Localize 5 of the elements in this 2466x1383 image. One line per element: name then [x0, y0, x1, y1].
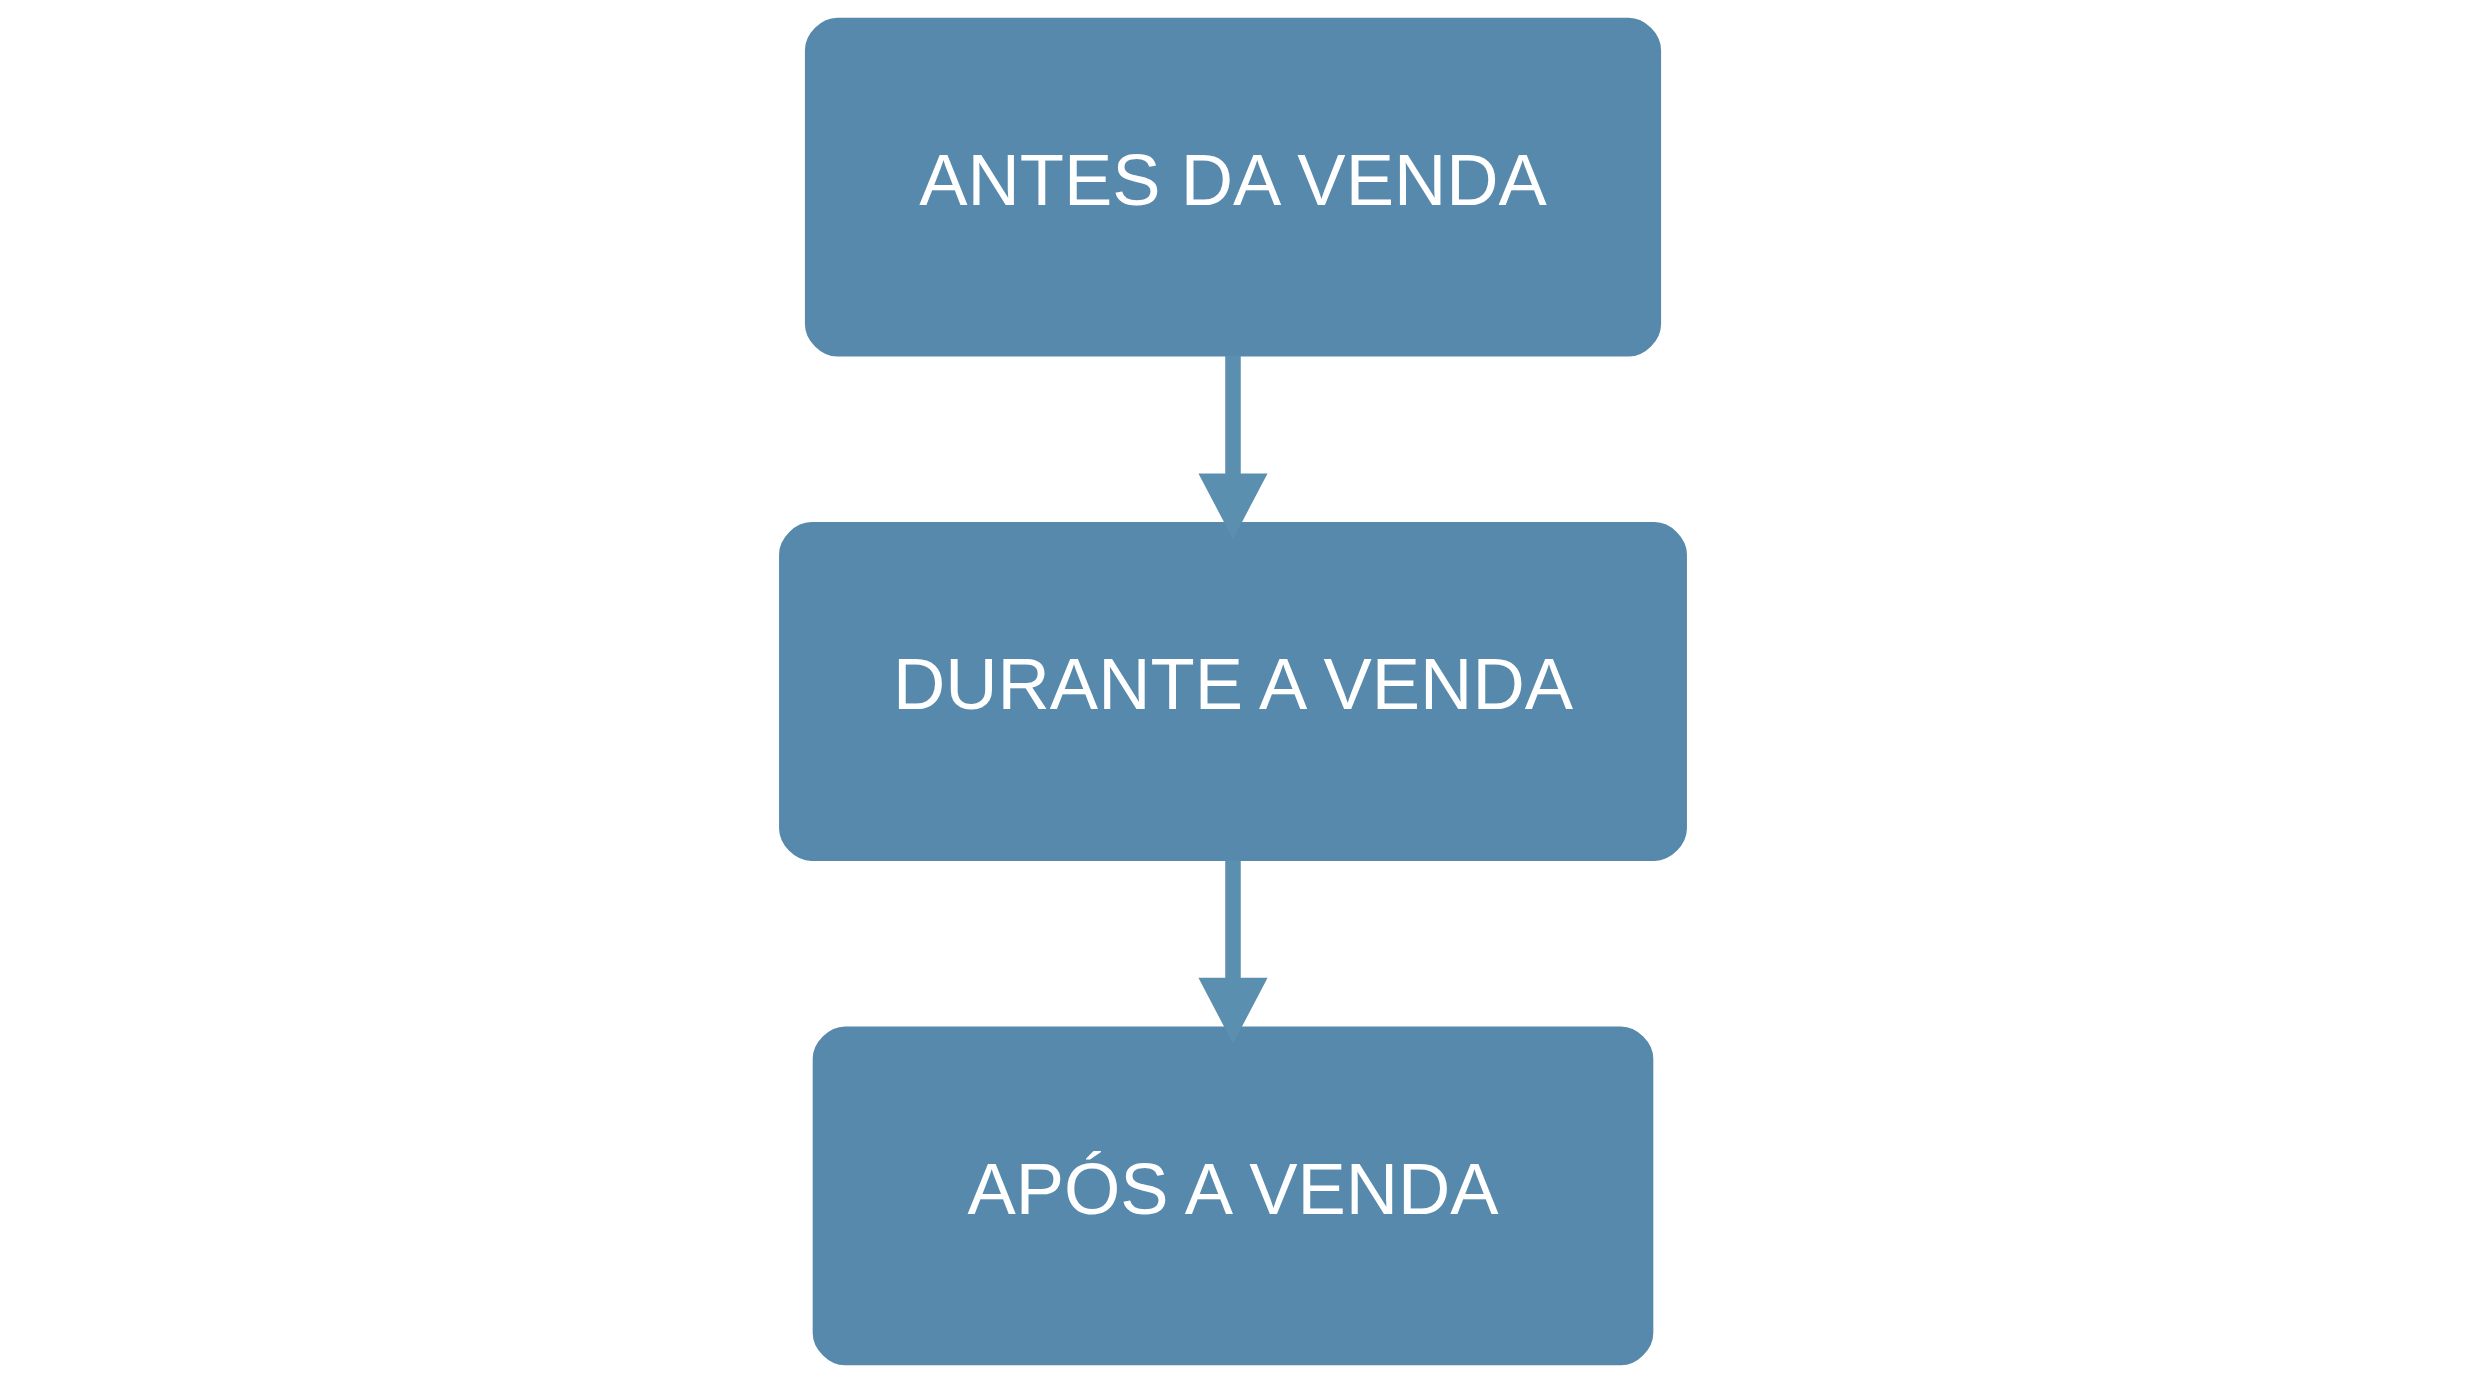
- node-box: APÓS A VENDA: [812, 1026, 1654, 1366]
- arrow: [1198, 355, 1268, 540]
- node-box: DURANTE A VENDA: [779, 522, 1687, 861]
- node-box: ANTES DA VENDA: [804, 17, 1662, 357]
- arrow: [1198, 860, 1268, 1044]
